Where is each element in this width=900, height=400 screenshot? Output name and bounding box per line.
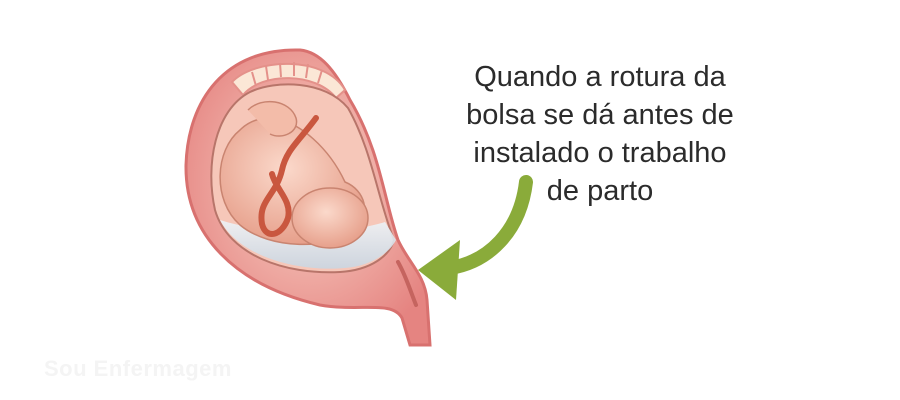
cervix <box>396 260 418 307</box>
fetus-head <box>291 187 369 249</box>
muscle-stripes <box>251 62 323 87</box>
caption-line-4: de parto <box>546 175 654 207</box>
caption-line-3: instalado o trabalho <box>473 137 727 169</box>
umbilical-cord <box>258 115 319 237</box>
caption-line-2: bolsa se dá antes de <box>466 99 734 131</box>
fetus-limb <box>247 100 298 137</box>
watermark: Sou Enfermagem <box>44 356 232 381</box>
uterus-muscle-band <box>230 62 347 100</box>
curved-arrow-icon <box>418 175 533 300</box>
caption-text: Quando a rotura da bolsa se dá antes de … <box>440 58 760 210</box>
caption-line-1: Quando a rotura da <box>474 61 726 93</box>
